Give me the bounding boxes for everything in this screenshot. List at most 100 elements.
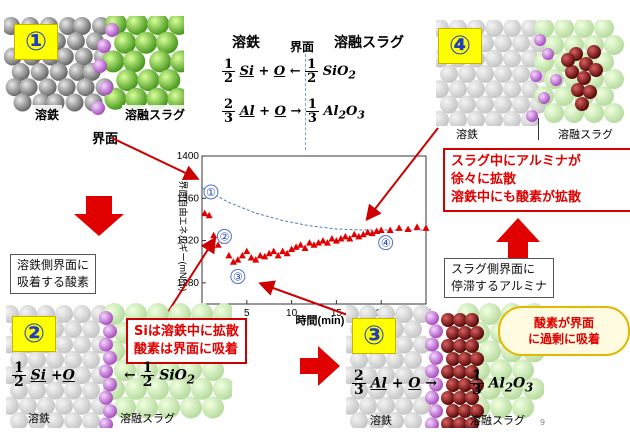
oxygen-atom	[425, 364, 439, 379]
slag-atom	[136, 396, 158, 419]
iron-atom	[13, 93, 32, 112]
alumina-atom	[453, 417, 467, 428]
iron-atom	[73, 335, 91, 354]
iron-atom	[467, 80, 485, 99]
data-point	[297, 241, 305, 248]
iron-atom	[485, 80, 503, 99]
y-tick-label: 1320	[177, 236, 200, 247]
iron-atom	[28, 350, 46, 369]
slag-atom	[116, 69, 139, 92]
iron-atom	[55, 335, 73, 354]
alumina-atom	[575, 97, 589, 111]
iron-atom	[377, 396, 395, 415]
data-point	[243, 247, 251, 255]
data-point	[377, 226, 385, 233]
iron-atom	[350, 350, 368, 369]
data-point	[274, 251, 282, 259]
oxygen-atom	[526, 110, 538, 122]
data-point	[265, 249, 273, 257]
slag-atom	[158, 359, 180, 382]
slag-atom	[523, 377, 544, 400]
x-tick-label: 15	[331, 308, 343, 319]
iron-atom	[68, 62, 87, 81]
oxygen-atom	[425, 337, 439, 352]
slag-atom	[125, 377, 147, 400]
iron-atom	[55, 47, 74, 66]
slag-atom	[125, 87, 148, 110]
iron-atom	[55, 396, 73, 415]
slag-atom	[114, 359, 136, 382]
iron-atom	[65, 93, 84, 112]
slag-atom	[126, 16, 148, 35]
alumina-atom	[571, 83, 585, 97]
iron-atom	[74, 47, 93, 66]
panel-1-slag-label: 溶融スラグ	[122, 105, 189, 124]
step-2-badge: ②	[12, 316, 56, 352]
iron-atom	[64, 350, 82, 369]
y-tick-label: 1360	[177, 193, 200, 204]
alumina-atom	[458, 378, 472, 392]
oxygen-cloud-text: 酸素が界面 に過剰に吸着	[527, 316, 600, 346]
oxygen-atom	[530, 70, 542, 82]
slag-atom	[501, 377, 523, 400]
iron-atom	[350, 381, 368, 400]
iron-atom	[485, 49, 503, 68]
iron-atom	[485, 20, 503, 37]
iron-atom	[10, 350, 28, 369]
step-1-badge: ①	[14, 24, 58, 60]
iron-atom	[346, 366, 359, 385]
iron-atom	[350, 412, 368, 428]
oxygen-atom	[538, 92, 550, 104]
iron-atom	[395, 396, 413, 415]
header-interface: 界面	[290, 40, 315, 54]
slag-atom	[584, 103, 604, 123]
slag-atom	[604, 35, 624, 55]
data-point	[386, 226, 394, 233]
alumina-atom	[565, 65, 579, 79]
arrow-step-3-to-4	[496, 218, 540, 260]
data-point	[337, 234, 345, 242]
slag-atom	[149, 50, 172, 73]
iron-atom	[503, 20, 521, 37]
data-point	[306, 239, 314, 246]
iron-atom	[503, 110, 521, 126]
alumina-atom	[470, 404, 484, 418]
data-point	[395, 224, 403, 231]
iron-atom	[82, 381, 100, 400]
slag-atom	[158, 69, 181, 92]
data-point	[422, 224, 430, 231]
iron-atom	[467, 110, 485, 126]
slag-atom	[156, 31, 179, 54]
iron-atom	[395, 305, 413, 323]
step-2-callout: 溶鉄側界面に 吸着する酸素	[10, 254, 97, 294]
iron-atom	[6, 396, 19, 415]
alumina-atom	[465, 417, 479, 428]
oxygen-atom	[425, 311, 439, 325]
iron-atom	[30, 62, 49, 81]
slag-atom	[180, 396, 202, 419]
iron-atom	[476, 64, 494, 83]
slag-atom	[213, 377, 232, 400]
iron-atom	[28, 381, 46, 400]
oxygen-atom	[103, 377, 117, 392]
data-point	[247, 253, 255, 261]
data-point	[310, 241, 318, 248]
iron-atom	[55, 366, 73, 385]
oxygen-atom	[550, 74, 562, 86]
alumina-atom	[441, 313, 455, 327]
iron-atom	[38, 78, 57, 97]
alumina-atom	[446, 326, 460, 340]
iron-atom	[395, 366, 413, 385]
iron-atom	[440, 95, 458, 114]
alumina-atom	[465, 391, 479, 405]
iron-atom	[11, 62, 30, 81]
slag-atom	[479, 377, 501, 400]
iron-atom	[55, 305, 73, 323]
oxygen-atom	[103, 350, 117, 365]
y-tick-label: 1280	[177, 278, 200, 289]
panel-4-divider	[538, 118, 539, 140]
slag-atom	[147, 16, 169, 35]
slag-atom	[604, 69, 624, 89]
panel-1-iron-label: 溶鉄	[32, 105, 63, 124]
